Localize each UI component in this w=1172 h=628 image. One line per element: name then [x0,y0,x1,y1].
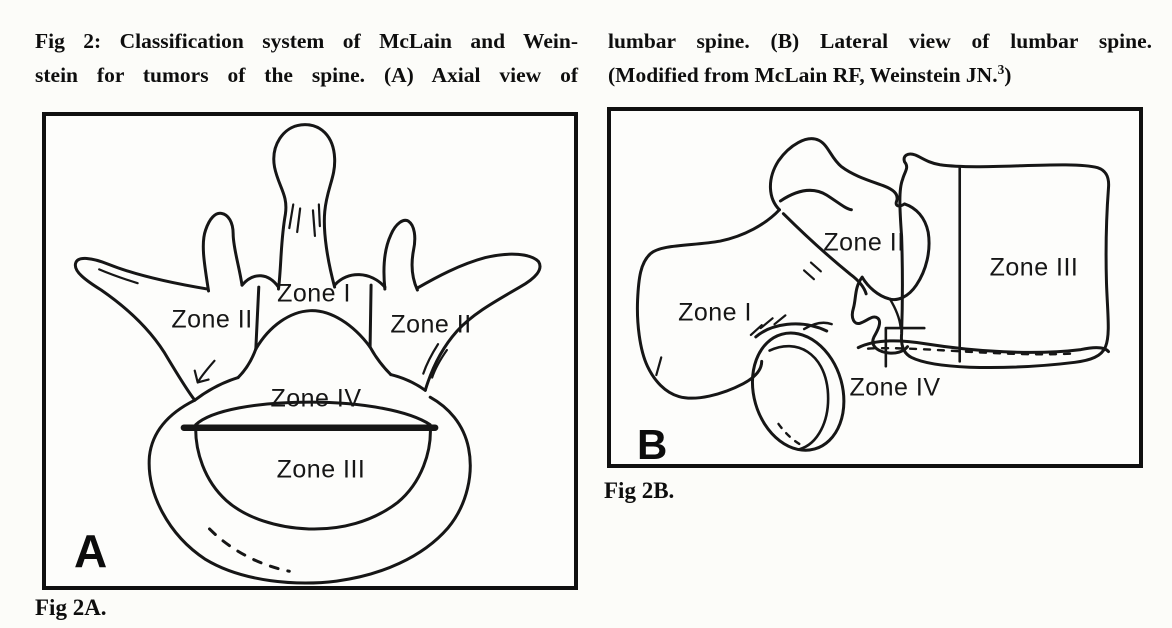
lateral-vertebra-drawing [611,111,1139,464]
caption-line-4: (Modified from McLain RF, Weinstein JN.3… [608,58,1152,92]
articular-facet-inner-arc [780,190,851,209]
left-boundary-arrow [195,361,215,383]
spinous-tick-mark [656,357,661,375]
canal-flares [238,347,391,377]
inferior-endplate-lip [858,341,1108,353]
pedicle-arc-right [391,375,425,391]
inferior-facet-oval [739,322,857,461]
right-lamina-boundary [370,285,371,347]
spinous-process-outline [274,125,335,289]
facet-outer-rim [756,324,827,337]
facet-inner-crescent [770,346,829,449]
zone-label-zone1-lateral: Zone I [678,298,752,327]
caption-line-2: stein for tumors of the spine. (A) Axial… [35,63,578,87]
zone-label-zone1-axial: Zone I [277,279,351,308]
pedicle-arc-left [195,378,238,401]
zone4-pointer-bracket [886,328,924,366]
figure-caption-right-column: lumbar spine. (B) Lateral view of lumbar… [608,24,1152,92]
diagonal-hatch-marks [804,263,821,280]
notch-curve-above-facet [804,323,832,329]
left-transverse-process [75,258,207,400]
vertebral-body-outline [149,397,470,583]
figure-2a-caption: Fig 2A. [35,595,107,620]
process-valley-left [242,276,278,287]
caption-line-3: lumbar spine. (B) Lateral view of lumbar… [608,29,1152,53]
body-dashed-shading [210,529,290,571]
figure-2b-panel: Zone I Zone II Zone III Zone IV B [607,107,1143,468]
lateral-body-outline [900,154,1109,367]
axial-vertebra-drawing [46,116,574,586]
figure-2a-panel: Zone I Zone II Zone II Zone IV Zone III … [42,112,578,590]
caption-line-4-text: (Modified from McLain RF, Weinstein JN. [608,63,998,87]
laminar-diagonal-boundary [783,214,866,294]
right-articular-process [384,220,417,290]
zone-label-zone2-left-axial: Zone II [171,305,253,334]
zone-label-zone2-lateral: Zone II [823,228,905,257]
spinous-hatch-marks [289,204,320,235]
left-articular-process [203,213,242,291]
panel-letter-b: B [637,421,668,468]
spinal-canal-outline [256,311,370,349]
caption-line-1: Fig 2: Classification system of McLain a… [35,29,578,53]
right-boundary-marks [423,344,447,377]
facet-hatch-marks [751,315,785,335]
right-transverse-process [417,254,540,390]
caption-line-4-close: ) [1004,63,1012,87]
endplate-dashed-shading [868,348,1073,354]
endplate-inner-ring [196,402,431,529]
figure-caption-left-column: Fig 2: Classification system of McLain a… [35,24,578,92]
lateral-spinous-outline [637,210,779,398]
zone-label-zone3-axial: Zone III [276,455,366,484]
posterior-arch-outline [770,139,929,300]
left-wing-fold-line [99,269,137,283]
process-valley-right [335,275,385,287]
zone-label-zone4-lateral: Zone IV [849,373,941,402]
figure-2b-caption: Fig 2B. [604,478,675,503]
zone-label-zone4-axial: Zone IV [270,384,362,413]
left-lamina-boundary [256,287,259,349]
caption-reference-superscript: 3 [997,61,1005,77]
pedicle-lower-line [890,299,901,327]
facet-dashed-shading [778,424,804,446]
zone-label-zone3-lateral: Zone III [989,253,1079,282]
zone-label-zone2-right-axial: Zone II [390,310,472,339]
panel-letter-a: A [74,525,108,577]
